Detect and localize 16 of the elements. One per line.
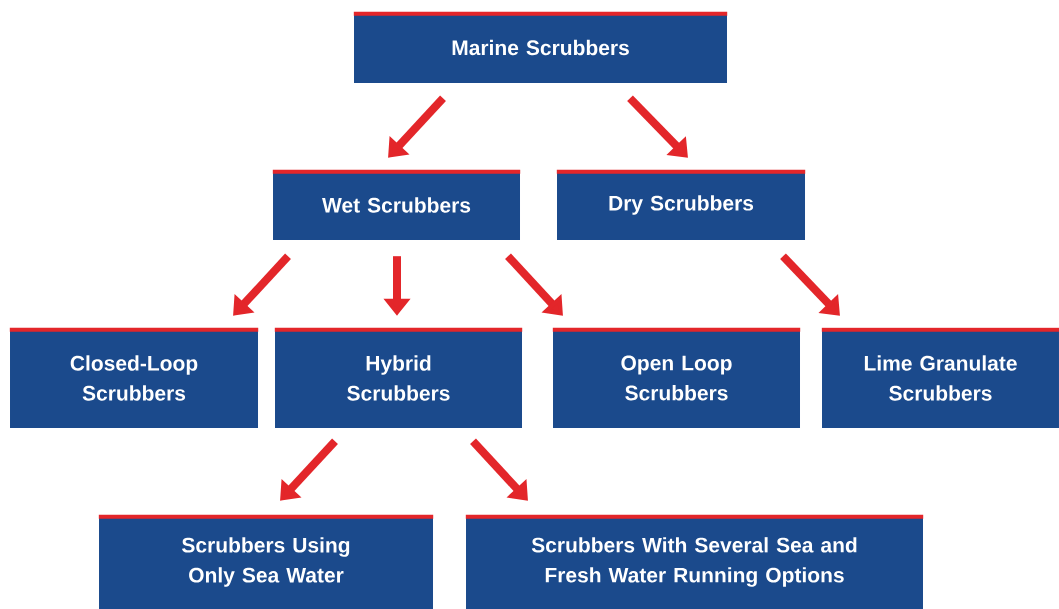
arrow (470, 438, 528, 501)
arrow (280, 438, 338, 501)
arrow (505, 253, 563, 316)
arrow (780, 253, 840, 316)
process-box: Closed-Loop Scrubbers (9, 327, 259, 428)
process-box: Lime Granulate Scrubbers (821, 327, 1059, 428)
process-box: Hybrid Scrubbers (274, 327, 523, 428)
arrow (388, 95, 446, 158)
process-box: Wet Scrubbers (272, 169, 521, 240)
process-box: Marine Scrubbers (353, 11, 728, 83)
process-box: Open Loop Scrubbers (552, 327, 801, 428)
arrow (627, 95, 688, 158)
process-box: Scrubbers With Several Sea and Fresh Water Running Options (465, 514, 924, 609)
process-box: Dry Scrubbers (556, 169, 806, 240)
arrow (233, 253, 291, 316)
process-box: Scrubbers Using Only Sea Water (98, 514, 434, 609)
